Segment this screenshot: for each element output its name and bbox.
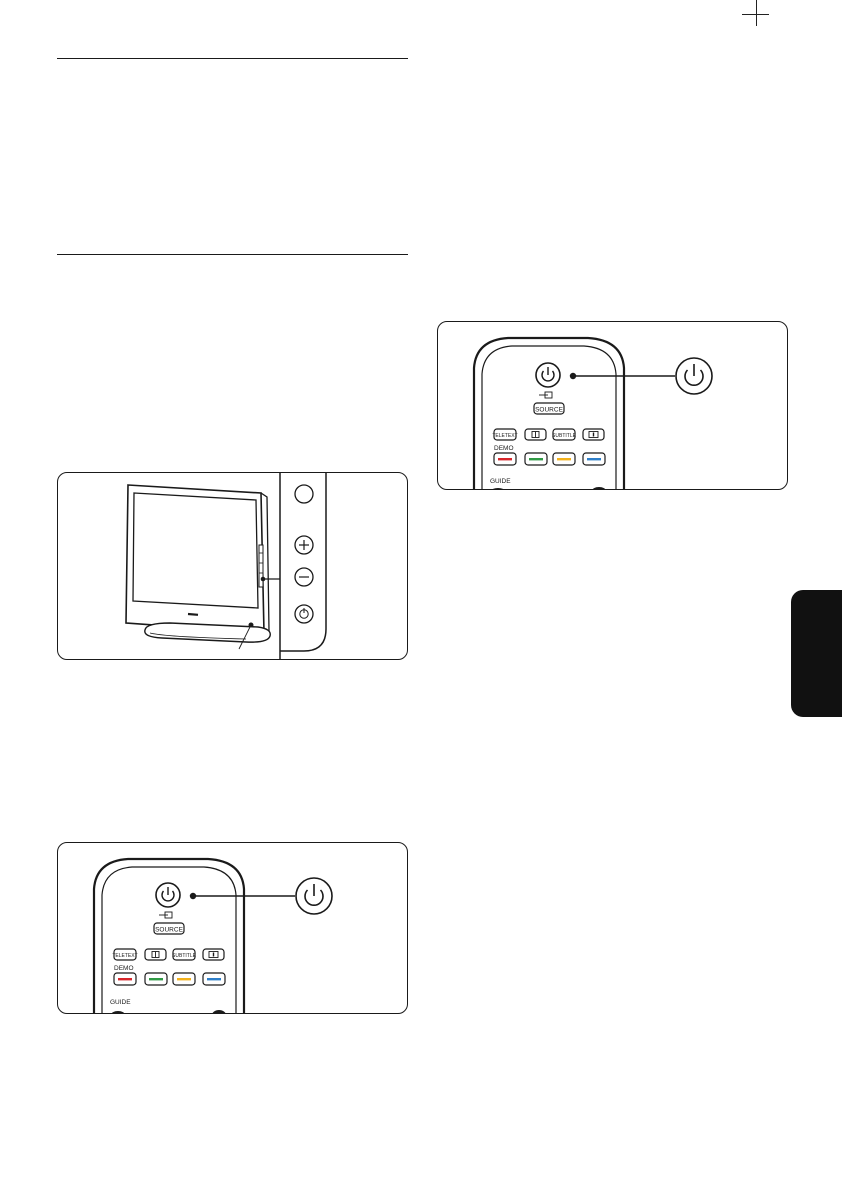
remote-standby-illustration: SOURCE TELETEXT SUBTITLE DEMO GUIDE — [472, 336, 713, 489]
tv-illustration-panel — [57, 472, 408, 660]
remote-subtitle-label: SUBTITLE — [172, 953, 197, 959]
remote-source-label: SOURCE — [535, 407, 563, 414]
remote-illustration-panel-bottom: SOURCE TELETEXT SUBTITLE DEMO GUIDE — [57, 842, 408, 1014]
remote-guide-label: GUIDE — [110, 999, 131, 1006]
remote-demo-label: DEMO — [494, 445, 514, 452]
remote-source-label: SOURCE — [155, 927, 183, 934]
remote-teletext-label: TELETEXT — [112, 953, 137, 959]
remote-teletext-label: TELETEXT — [492, 433, 517, 439]
tv-side-controls-illustration — [125, 473, 327, 659]
crop-mark-horizontal — [742, 14, 769, 15]
remote-guide-label: GUIDE — [490, 478, 511, 485]
remote-illustration-panel-top: SOURCE TELETEXT SUBTITLE DEMO GUIDE — [437, 321, 788, 490]
section-rule-middle — [57, 254, 408, 255]
remote-power-illustration: SOURCE TELETEXT SUBTITLE DEMO GUIDE — [92, 857, 333, 1013]
remote-subtitle-label: SUBTITLE — [552, 433, 577, 439]
remote-demo-label: DEMO — [114, 965, 134, 972]
language-tab — [791, 590, 842, 717]
crop-mark-vertical — [756, 0, 757, 26]
section-rule-top — [57, 58, 408, 59]
